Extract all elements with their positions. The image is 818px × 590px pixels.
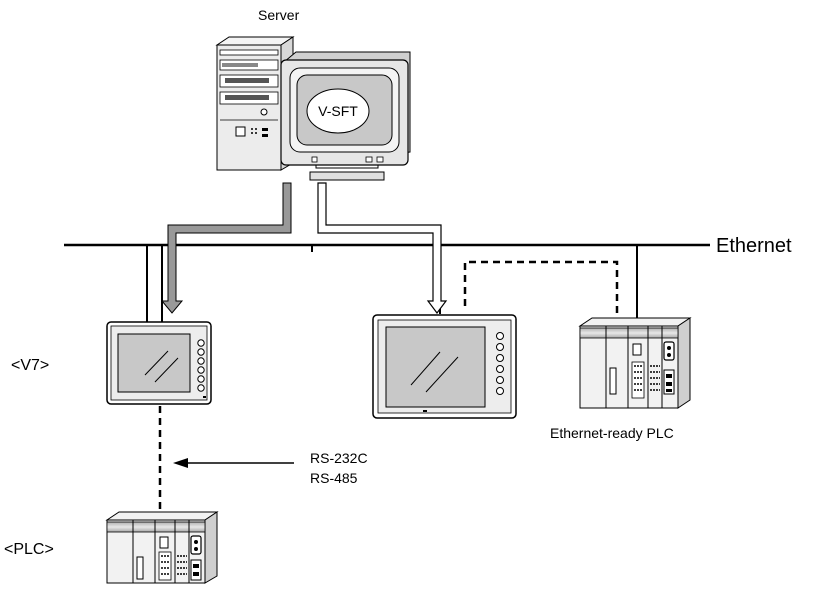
plc-rack-icon	[578, 317, 692, 409]
download-arrow-gray	[160, 182, 292, 314]
serial-callout-arrowhead	[173, 458, 188, 468]
hmi-panel-icon-large	[372, 314, 517, 419]
monitor-icon	[280, 51, 411, 181]
hmi-plc-dashed-link	[463, 260, 619, 316]
download-arrow-white	[317, 182, 448, 314]
ethernet-plc-label: Ethernet-ready PLC	[550, 425, 674, 441]
plc-label: <PLC>	[4, 541, 54, 558]
hmi-panel-icon	[106, 321, 212, 405]
server-label: Server	[258, 7, 300, 23]
rs232c-label: RS-232C	[310, 450, 368, 466]
rs485-label: RS-485	[310, 470, 358, 486]
ethernet-label: Ethernet	[716, 235, 792, 257]
plc-rack-icon-bottom	[105, 511, 219, 584]
v7-label: <V7>	[11, 357, 50, 374]
software-label: V-SFT	[318, 103, 358, 119]
